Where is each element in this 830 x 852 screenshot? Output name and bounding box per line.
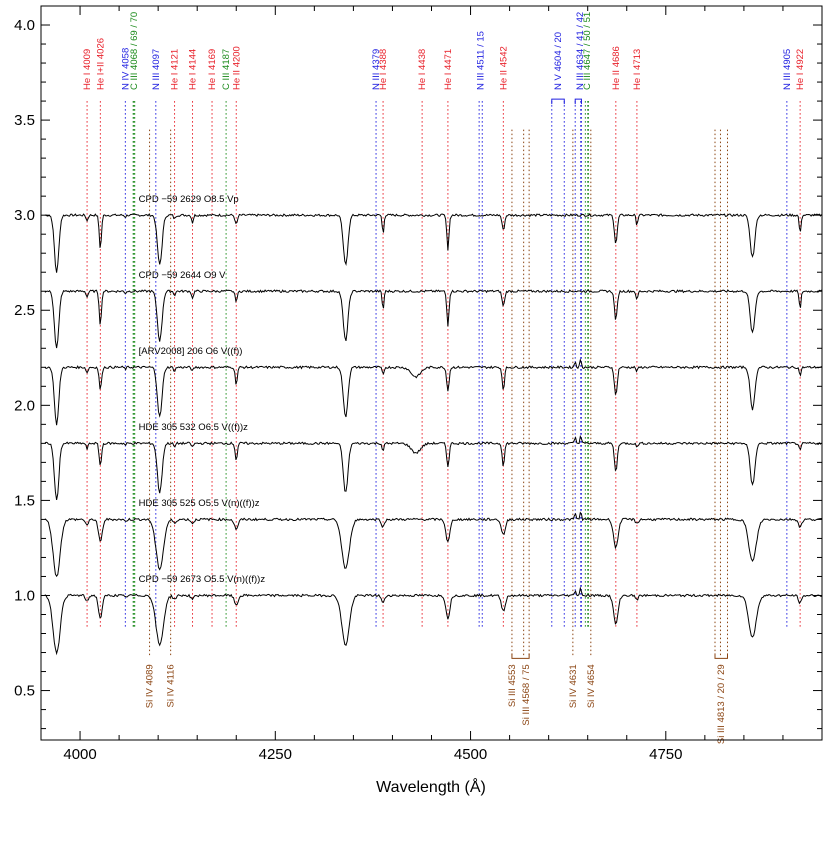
axes: 4000 4250 4500 4750 0.5 1.0 1.5 2.0 2.5 3.0 3.5 4.0: [14, 5, 823, 763]
x-tick-label: 4750: [649, 746, 682, 763]
si-line-bracket: [714, 653, 728, 659]
spectra-series: [44, 213, 822, 656]
line-label: He I 4438: [417, 49, 428, 90]
si-line-label: Si IV 4654: [586, 664, 597, 708]
si-line-label: Si IV 4089: [145, 664, 156, 708]
x-tick-label: 4250: [259, 746, 292, 763]
line-label: C III 4647 / 50 / 51: [582, 12, 593, 90]
star-label: HDE 305 525 O5.5 V(n)((f))z: [139, 498, 260, 509]
star-label: [ARV2008] 206 O6 V((f)): [139, 346, 243, 357]
star-label: CPD −59 2629 O8.5 Vp: [139, 194, 239, 205]
star-label: HDE 305 532 O6.5 V((f))z: [139, 422, 249, 433]
y-tick-label: 2.5: [14, 302, 35, 319]
line-label: N III 4379: [371, 49, 382, 90]
line-label: C III 4068 / 69 / 70: [129, 12, 140, 90]
line-label: He I 4009: [82, 49, 93, 90]
line-label: He I 4471: [443, 49, 454, 90]
line-label: He I 4713: [632, 49, 643, 90]
line-bracket: [574, 98, 582, 105]
spectrum-line: [44, 434, 822, 500]
line-label: He I 4169: [207, 49, 218, 90]
line-label: N V 4604 / 20: [553, 32, 564, 90]
y-tick-label: 1.0: [14, 587, 35, 604]
y-tick-label: 3.5: [14, 112, 35, 129]
si-line-label: Si IV 4116: [166, 664, 177, 707]
plot-frame: [40, 5, 823, 741]
spectrum-line: [44, 289, 822, 349]
line-label: N III 4511 / 15: [476, 31, 487, 90]
line-label: He I 4144: [188, 49, 199, 90]
line-label: C III 4187: [221, 49, 232, 90]
line-label: N III 4634 / 41 / 42: [575, 12, 586, 90]
y-tick-label: 2.0: [14, 397, 35, 414]
line-label: He I 4388: [378, 49, 389, 90]
si-line-label: Si III 4553: [507, 664, 518, 707]
x-tick-label: 4000: [63, 746, 96, 763]
spectrum-line: [44, 511, 822, 578]
spectrum-line: [44, 213, 822, 273]
si-line-label: Si IV 4631: [568, 664, 579, 708]
si-line-label: Si III 4568 / 75: [521, 664, 532, 725]
y-tick-label: 3.0: [14, 207, 35, 224]
line-label: He I 4121: [170, 49, 181, 90]
y-tick-label: 4.0: [14, 17, 35, 34]
line-label: N IV 4058: [120, 48, 131, 90]
line-label: He I 4922: [795, 49, 806, 90]
y-tick-label: 0.5: [14, 683, 35, 700]
spectrum-line: [44, 586, 822, 656]
line-label: N III 4097: [151, 49, 162, 90]
line-label: He II 4200: [231, 46, 242, 90]
line-label: He II 4686: [611, 46, 622, 90]
star-label: CPD −59 2644 O9 V: [139, 270, 227, 281]
line-bracket: [551, 98, 565, 105]
line-label: N III 4905: [782, 49, 793, 90]
spectrum-line: [44, 358, 822, 426]
line-label: He I+II 4026: [95, 38, 106, 90]
x-axis-label: Wavelength (Å): [376, 777, 486, 796]
x-tick-label: 4500: [454, 746, 487, 763]
line-label: He II 4542: [498, 46, 509, 90]
si-line-bracket: [511, 653, 530, 659]
si-line-label: Si III 4813 / 20 / 29: [716, 664, 727, 744]
line-markers: [86, 98, 801, 659]
y-tick-label: 1.5: [14, 492, 35, 509]
star-label: CPD −59 2673 O5.5 V(n)((f))z: [139, 574, 266, 585]
